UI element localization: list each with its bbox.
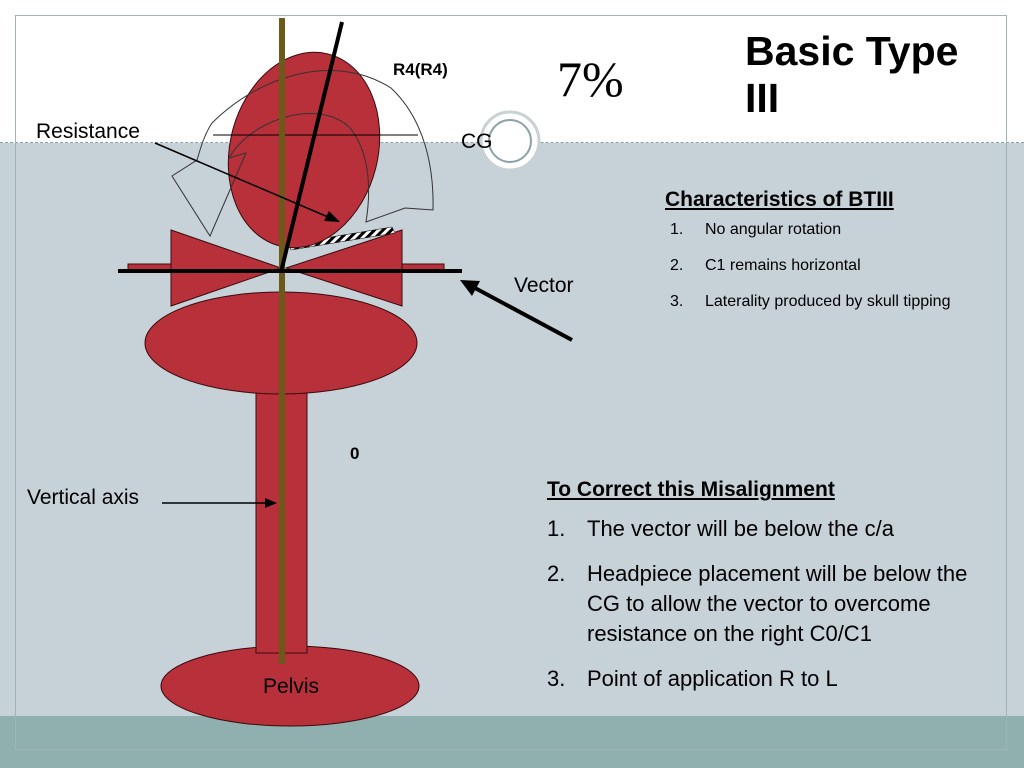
c1-atlas-left	[170, 229, 283, 307]
vector-label: Vector	[514, 274, 574, 297]
list-item-number: 3.	[547, 666, 566, 691]
list-item: 2. Headpiece placement will be below the …	[547, 559, 997, 649]
vertical-axis-label: Vertical axis	[27, 486, 140, 509]
vector-arrowhead-icon	[460, 280, 480, 296]
vector-arrow-line	[474, 286, 573, 342]
characteristics-heading: Characteristics of BTIII	[665, 188, 894, 211]
skull-axis-line	[279, 21, 344, 273]
c1-atlas-right	[284, 229, 403, 307]
rotation-arrow-icon	[171, 70, 434, 238]
list-item-number: 1.	[670, 221, 684, 238]
pelvis-label: Pelvis	[263, 675, 320, 698]
list-item-text: The vector will be below the c/a	[587, 516, 894, 541]
resistance-arrowhead-icon	[324, 211, 340, 222]
list-item-text: C1 remains horizontal	[705, 257, 861, 274]
correction-heading: To Correct this Misalignment	[547, 478, 835, 501]
list-item: 2. C1 remains horizontal	[665, 256, 995, 276]
list-item: 1. The vector will be below the c/a	[547, 514, 997, 544]
resistance-leader-line	[154, 142, 329, 218]
list-item: 3. Laterality produced by skull tipping	[665, 292, 995, 312]
vertical-axis-arrowhead-icon	[265, 498, 277, 508]
cg-label: CG	[461, 130, 493, 153]
skull-shape	[227, 51, 381, 249]
resistance-label: Resistance	[36, 120, 140, 143]
r4-label: R4(R4)	[393, 60, 448, 79]
list-item: 3. Point of application R to L	[547, 664, 997, 694]
list-item-text: No angular rotation	[705, 221, 842, 238]
slide-bottom-band	[0, 716, 1024, 768]
list-item-number: 3.	[670, 293, 684, 310]
correction-section: To Correct this Misalignment 1. The vecto…	[547, 478, 997, 709]
list-item-text: Headpiece placement will be below the CG…	[587, 561, 968, 646]
list-item-text: Point of application R to L	[587, 666, 838, 691]
list-item-number: 1.	[547, 516, 566, 541]
list-item-text: Laterality produced by skull tipping	[705, 293, 951, 310]
cg-marker-inner	[488, 119, 532, 163]
slide-title: Basic Type III	[745, 28, 959, 121]
characteristics-section: Characteristics of BTIII 1. No angular ro…	[665, 188, 995, 328]
list-item: 1. No angular rotation	[665, 220, 995, 240]
percent-label: 7%	[557, 51, 624, 107]
correction-list: 1. The vector will be below the c/a 2. Hea…	[547, 514, 997, 694]
slide-frame	[15, 15, 1007, 750]
zero-label: 0	[350, 444, 360, 463]
characteristics-list: 1. No angular rotation 2. C1 remains horiz…	[665, 220, 995, 312]
list-item-number: 2.	[670, 257, 684, 274]
list-item-number: 2.	[547, 561, 566, 586]
